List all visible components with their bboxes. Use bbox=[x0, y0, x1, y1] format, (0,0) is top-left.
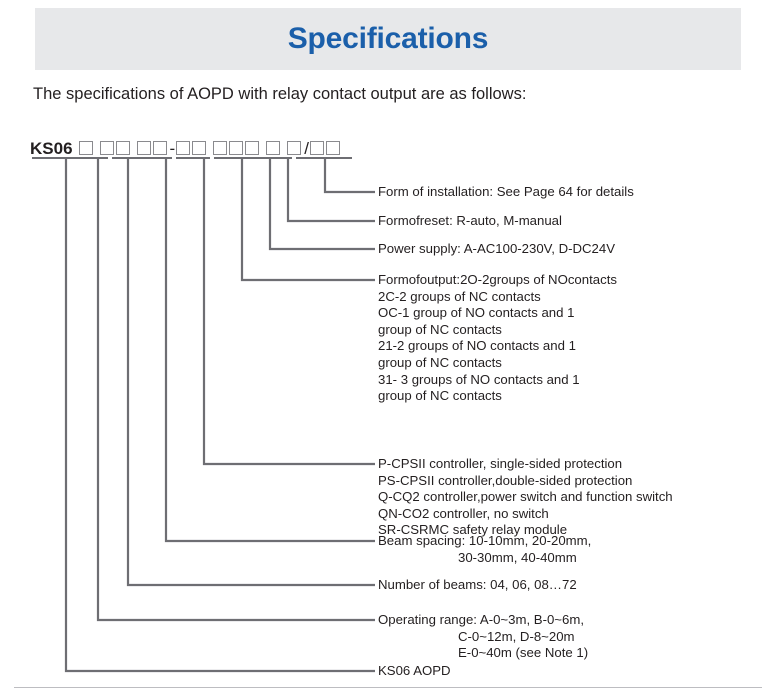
callout-line: SR-CSRMC safety relay module bbox=[378, 522, 568, 538]
code-box bbox=[287, 141, 302, 155]
callout-line: 31- 3 groups of NO contacts and 1 bbox=[378, 371, 580, 387]
callout-line: 21-2 groups of NO contacts and 1 bbox=[378, 338, 576, 354]
callout-power-supply: Power supply: A-AC100-230V, D-DC24V bbox=[378, 241, 615, 258]
callout-number-of-beams: Number of beams: 04, 06, 08…72 bbox=[378, 577, 577, 594]
code-box bbox=[78, 141, 93, 155]
model-code-prefix: KS06 bbox=[30, 138, 73, 158]
callout-line: Formofoutput:2O-2groups of NOcontacts bbox=[378, 272, 617, 287]
callout-line: Form of installation: See Page 64 for de… bbox=[378, 184, 634, 199]
model-code-dash: - bbox=[169, 138, 176, 158]
callout-line: Formofreset: R-auto, M-manual bbox=[378, 213, 562, 228]
code-box bbox=[176, 141, 191, 155]
callout-line: group of NC contacts bbox=[378, 354, 502, 370]
callout-controller-type: P-CPSII controller, single-sided protect… bbox=[378, 456, 673, 539]
code-box bbox=[192, 141, 207, 155]
code-box bbox=[229, 141, 244, 155]
footer-divider bbox=[14, 687, 762, 688]
header-band: Specifications bbox=[35, 8, 741, 70]
callout-line: PS-CPSII controller,double-sided protect… bbox=[378, 472, 633, 488]
model-code-slash: / bbox=[304, 138, 309, 158]
callout-line: 2C-2 groups of NC contacts bbox=[378, 288, 541, 304]
callout-line: Operating range: A-0~3m, B-0~6m, bbox=[378, 612, 584, 627]
code-box bbox=[152, 141, 167, 155]
code-box bbox=[115, 141, 130, 155]
callout-beam-spacing: Beam spacing: 10-10mm, 20-20mm,30-30mm, … bbox=[378, 533, 591, 566]
code-box bbox=[136, 141, 151, 155]
callout-line: E-0~40m (see Note 1) bbox=[458, 645, 589, 661]
callout-operating-range: Operating range: A-0~3m, B-0~6m,C-0~12m,… bbox=[378, 612, 588, 662]
callout-line: OC-1 group of NO contacts and 1 bbox=[378, 305, 575, 321]
page-title: Specifications bbox=[287, 22, 489, 55]
intro-text: The specifications of AOPD with relay co… bbox=[33, 85, 527, 103]
code-box bbox=[309, 141, 324, 155]
callout-form-of-installation: Form of installation: See Page 64 for de… bbox=[378, 184, 634, 201]
code-box bbox=[325, 141, 340, 155]
callout-form-of-reset: Formofreset: R-auto, M-manual bbox=[378, 213, 562, 230]
callout-line: QN-CO2 controller, no switch bbox=[378, 505, 549, 521]
model-code: KS06 - / bbox=[30, 136, 342, 160]
callout-line: Power supply: A-AC100-230V, D-DC24V bbox=[378, 241, 616, 256]
callout-line: group of NC contacts bbox=[378, 321, 502, 337]
callout-line: P-CPSII controller, single-sided protect… bbox=[378, 456, 623, 471]
code-box bbox=[266, 141, 281, 155]
callout-line: KS06 AOPD bbox=[378, 663, 451, 678]
callout-line: 30-30mm, 40-40mm bbox=[458, 549, 577, 565]
callout-product-family: KS06 AOPD bbox=[378, 663, 451, 680]
callout-line: Number of beams: 04, 06, 08…72 bbox=[378, 577, 577, 592]
code-box bbox=[245, 141, 260, 155]
callout-line: C-0~12m, D-8~20m bbox=[458, 628, 575, 644]
callout-line: Beam spacing: 10-10mm, 20-20mm, bbox=[378, 533, 592, 548]
callout-line: Q-CQ2 controller,power switch and functi… bbox=[378, 489, 673, 505]
code-box bbox=[213, 141, 228, 155]
callout-line: group of NC contacts bbox=[378, 388, 502, 404]
code-box bbox=[99, 141, 114, 155]
